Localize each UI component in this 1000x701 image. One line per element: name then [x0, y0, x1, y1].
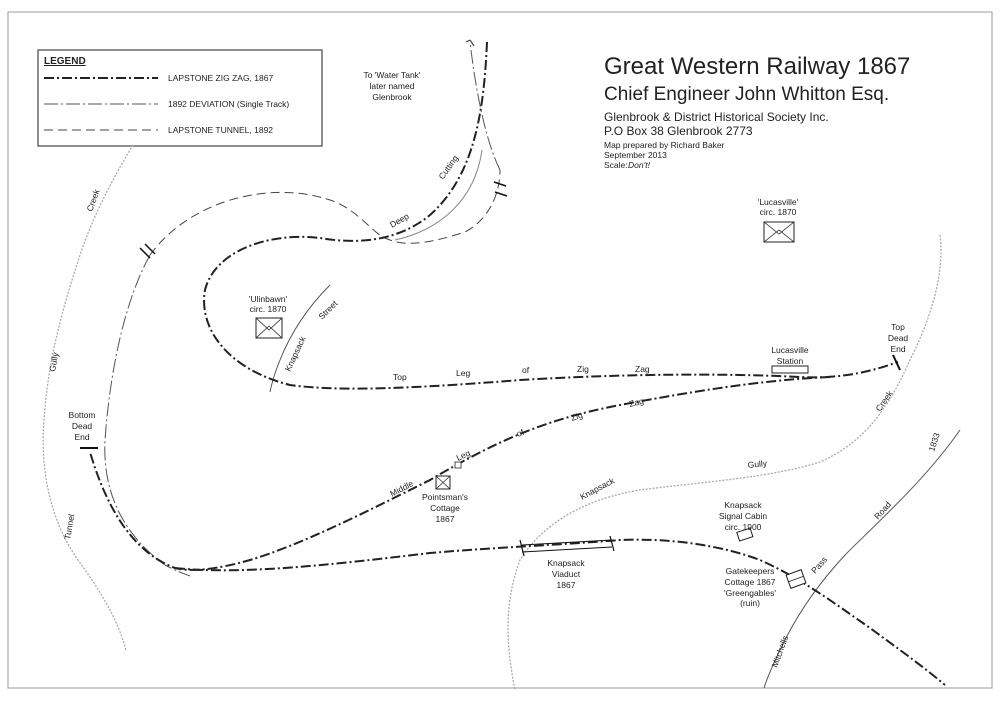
pass-label: Pass [809, 555, 829, 576]
middle-leg-word-5: Zag [628, 396, 645, 409]
water-tank-label-2: later named [370, 81, 415, 91]
prepared-by: Map prepared by Richard Baker [604, 140, 725, 150]
society-name: Glenbrook & District Historical Society … [604, 110, 829, 124]
scale-label: Scale: [604, 160, 628, 170]
viaduct-2: Viaduct [552, 569, 581, 579]
gully-creek-left [42, 144, 134, 651]
tunnel-portal-east [493, 181, 508, 197]
knapsack-gully-label: Knapsack [578, 475, 616, 502]
water-tank-label-3: Glenbrook [372, 92, 412, 102]
knapsack-gully-creek [507, 234, 942, 691]
top-leg-word-3: of [522, 365, 530, 375]
signal-cabin-3: circ. 1900 [725, 522, 762, 532]
legend-heading: LEGEND [44, 56, 86, 67]
title-block: Great Western Railway 1867 Chief Enginee… [604, 53, 910, 170]
signal-cabin-2: Signal Cabin [719, 511, 767, 521]
society-address: P.O Box 38 Glenbrook 2773 [604, 124, 753, 138]
top-dead-end-3: End [890, 344, 905, 354]
knapsack-street-label: Knapsack [283, 334, 308, 373]
gatekeepers-1: Gatekeepers [726, 566, 775, 576]
bottom-dead-end-3: End [74, 432, 89, 442]
bottom-dead-end-2: Dead [72, 421, 93, 431]
deviation-arrow [465, 39, 475, 47]
tunnel-portal-west [139, 243, 156, 259]
legend: LEGEND LAPSTONE ZIG ZAG, 1867 1892 DEVIA… [37, 49, 323, 147]
tunnel-label: Tunnel [62, 513, 76, 540]
prepared-date: September 2013 [604, 150, 667, 160]
legend-box [37, 49, 323, 147]
knapsack-viaduct [519, 535, 615, 557]
knapsack-street [269, 284, 331, 393]
gatekeepers-cottage-icon [785, 569, 807, 589]
water-tank-label-1: To 'Water Tank' [363, 70, 420, 80]
gully-right-label: Gully [747, 458, 768, 470]
map-title: Great Western Railway 1867 [604, 53, 910, 80]
top-dead-end-stop [892, 354, 901, 371]
top-leg-word-2: Leg [456, 368, 470, 378]
lucasville-station-1: Lucasville [771, 345, 809, 355]
mitchells-pass-road [763, 429, 961, 689]
lucasville-station-platform [771, 365, 809, 374]
lapstone-tunnel-1892 [149, 169, 501, 256]
viaduct-3: 1867 [557, 580, 576, 590]
scale-value: Don't! [628, 160, 651, 170]
top-leg-word-4: Zig [577, 364, 589, 374]
ulinbawn-house-icon [255, 317, 283, 339]
lucasville-house-icon [763, 221, 795, 243]
zigzag-top-leg [203, 41, 899, 390]
top-dead-end-2: Dead [888, 333, 909, 343]
pointsman-3: 1867 [436, 514, 455, 524]
cutting-label: Cutting [436, 153, 460, 181]
lucasville-station-2: Station [777, 356, 804, 366]
gatekeepers-2: Cottage 1867 [724, 577, 775, 587]
legend-deviation-label: 1892 DEVIATION (Single Track) [168, 99, 289, 109]
gatekeepers-4: (ruin) [740, 598, 760, 608]
zigzag-middle-leg [89, 376, 831, 571]
map-subtitle: Chief Engineer John Whitton Esq. [604, 84, 889, 105]
signal-cabin-icon [736, 527, 754, 542]
middle-leg-word-4: Zig [570, 410, 585, 423]
middle-leg-word-1: Middle [388, 478, 415, 499]
top-dead-end-1: Top [891, 322, 905, 332]
gatekeepers-3: 'Greengables' [724, 588, 776, 598]
deviation-1892 [104, 41, 501, 577]
top-leg-word-5: Zag [635, 364, 650, 374]
mitchells-label: Mitchells [769, 634, 790, 668]
middle-leg-word-2: Leg [455, 448, 472, 463]
pointsman-cottage-icon [435, 461, 462, 490]
viaduct-1: Knapsack [547, 558, 585, 568]
deep-cutting-edge [394, 149, 483, 241]
bottom-dead-end-1: Bottom [69, 410, 96, 420]
ulinbawn-name: 'Ulinbawn' [249, 294, 288, 304]
pointsman-1: Pointsman's [422, 492, 468, 502]
pointsman-2: Cottage [430, 503, 460, 513]
lucasville-circ: circ. 1870 [760, 207, 797, 217]
legend-tunnel-label: LAPSTONE TUNNEL, 1892 [168, 125, 273, 135]
creek-left-label: Creek [84, 187, 101, 212]
zigzag-bottom-leg [174, 538, 946, 686]
street-label: Street [316, 298, 340, 322]
creek-right-label: Creek [873, 388, 895, 413]
year-1833-label: 1833 [926, 431, 941, 452]
gully-left-label: Gully [47, 351, 60, 373]
signal-cabin-1: Knapsack [724, 500, 762, 510]
ulinbawn-circ: circ. 1870 [250, 304, 287, 314]
deep-label: Deep [388, 211, 411, 230]
lucasville-name: 'Lucasville' [758, 197, 799, 207]
middle-leg-word-3: of [515, 427, 526, 439]
map-frame [7, 11, 993, 689]
top-leg-word-1: Top [393, 372, 407, 382]
legend-zigzag-label: LAPSTONE ZIG ZAG, 1867 [168, 73, 273, 83]
